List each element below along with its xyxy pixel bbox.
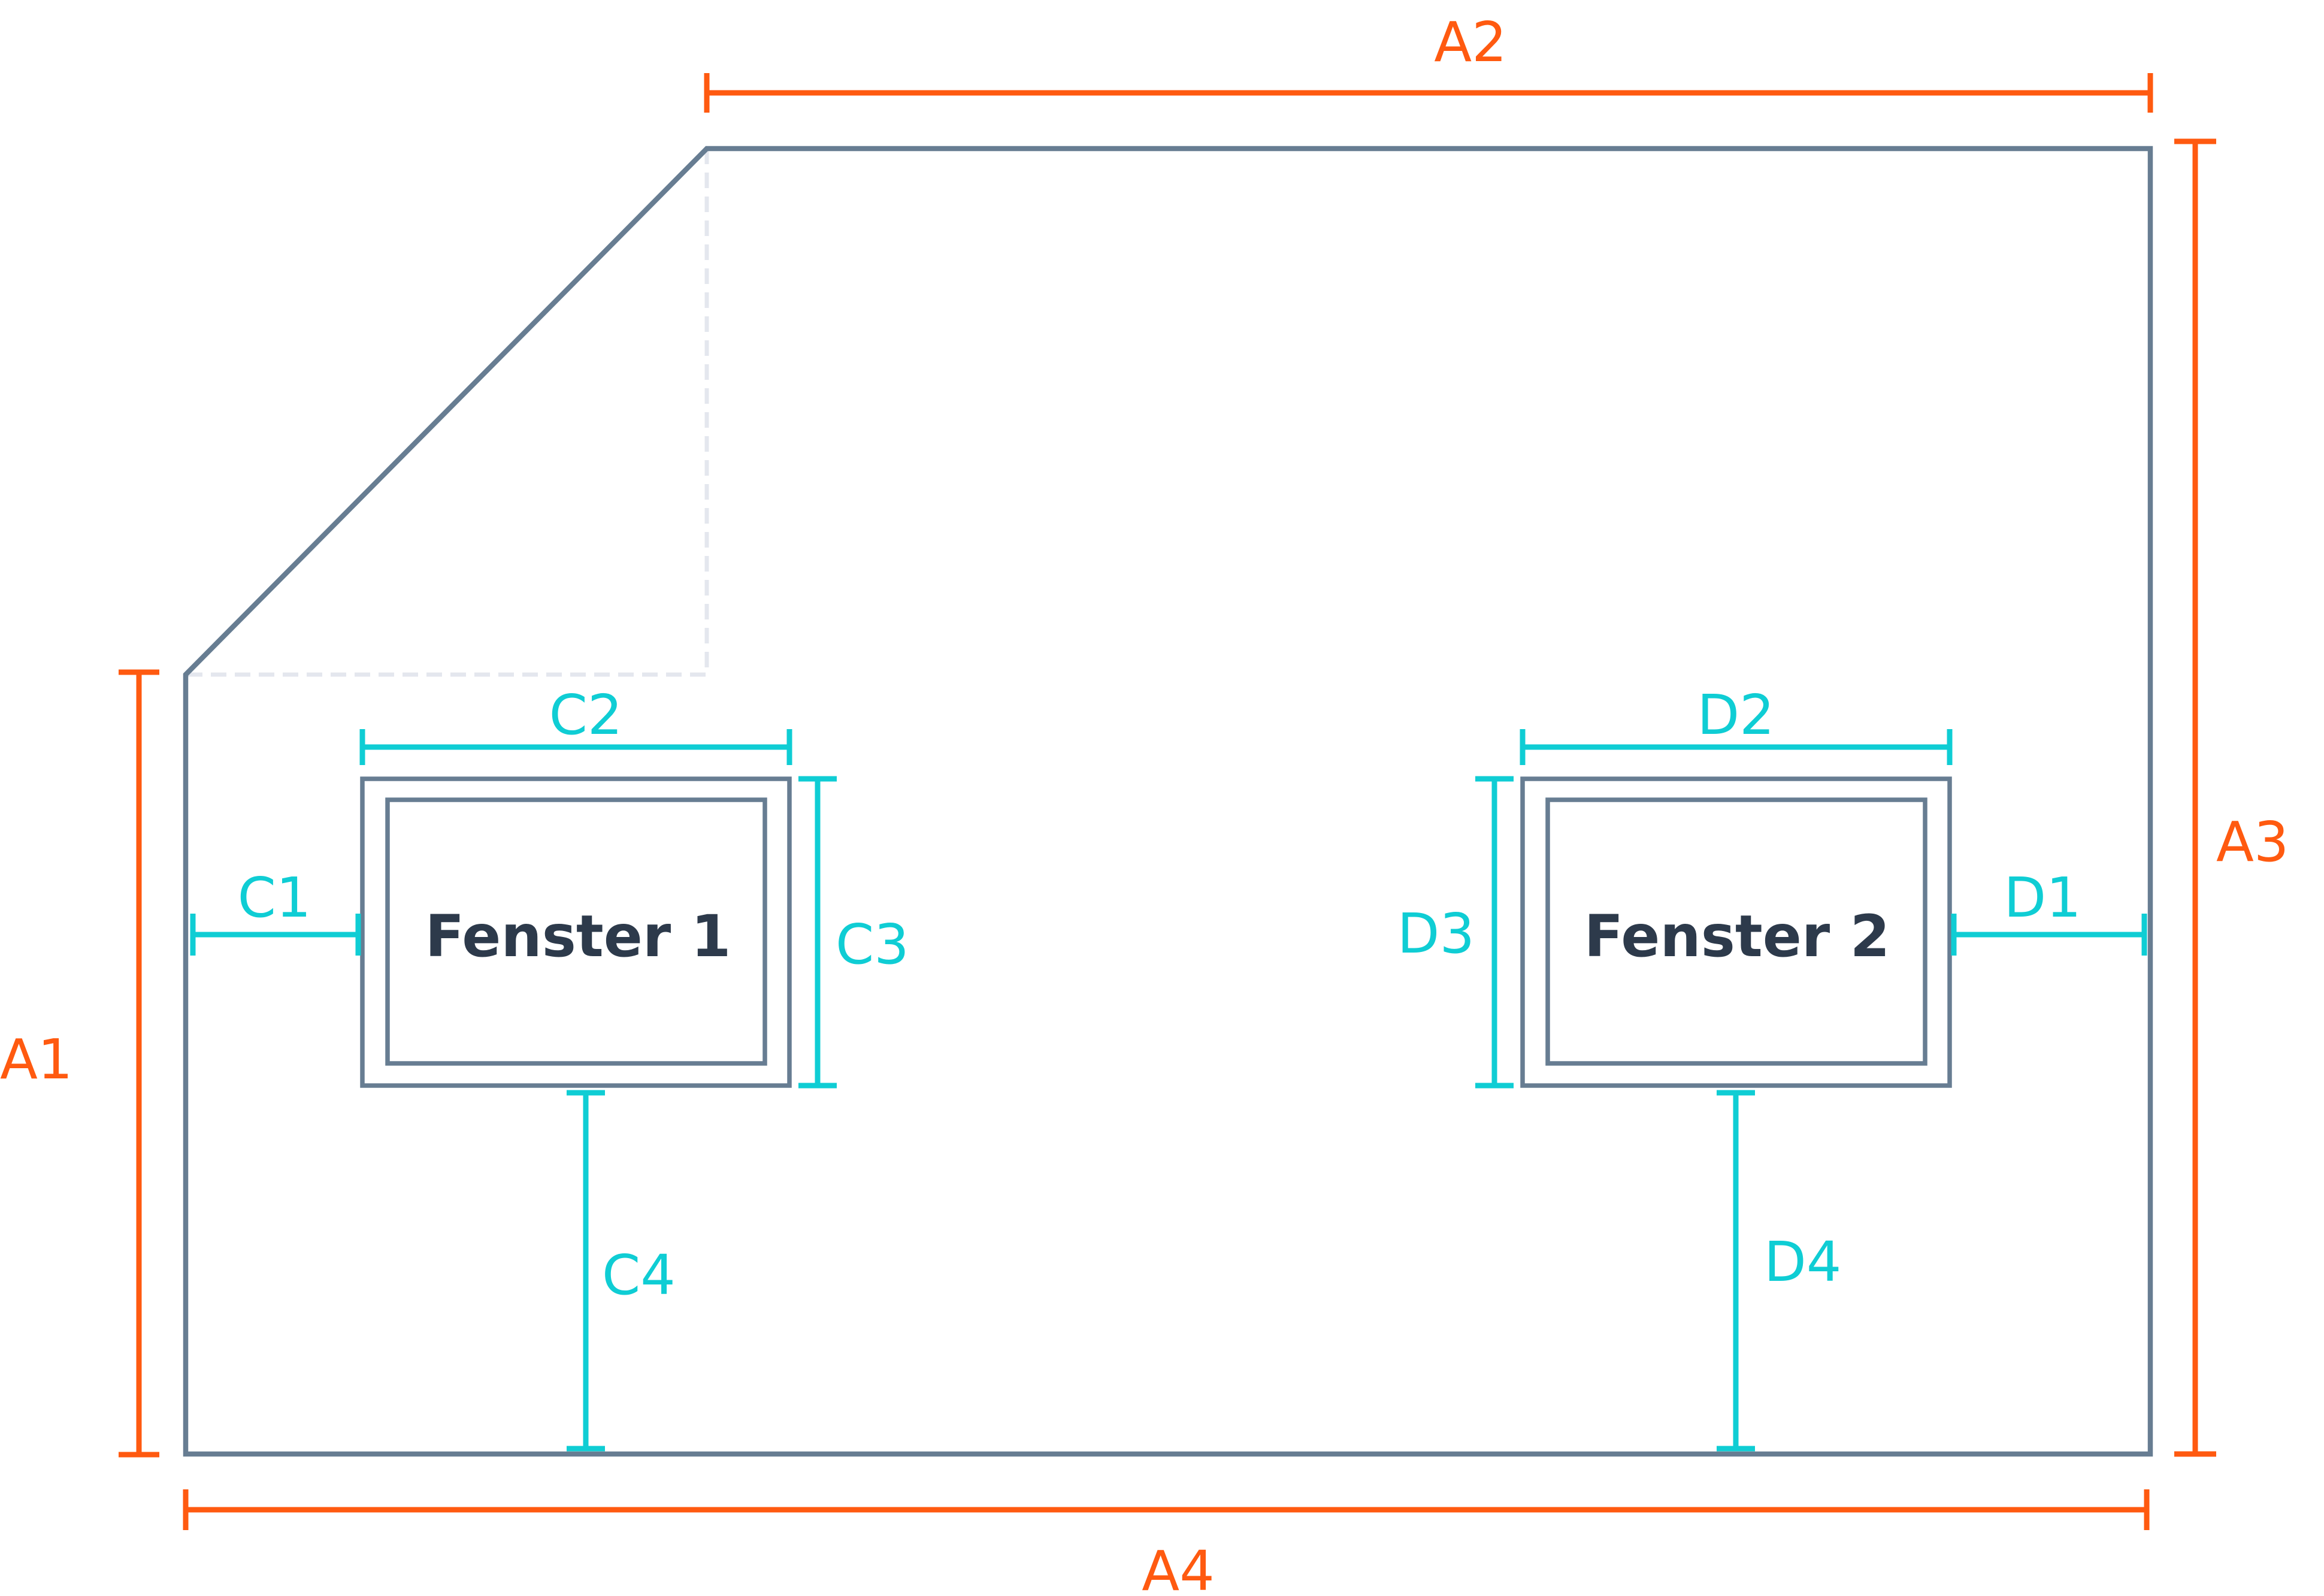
window-2: Fenster 2 — [1520, 776, 1952, 1088]
window-2-title: Fenster 2 — [1584, 903, 1890, 970]
dimension-a4 — [183, 1489, 2150, 1530]
dimension-d2-label: D2 — [1697, 683, 1774, 747]
dimension-d1-label: D1 — [2004, 866, 2081, 930]
dimension-a1 — [119, 669, 159, 1458]
corner-cutout-guide — [186, 149, 709, 677]
dimension-c2 — [359, 729, 792, 765]
window-1: Fenster 1 — [360, 776, 792, 1088]
dimension-c4-label: C4 — [602, 1243, 676, 1307]
dimension-c1-label: C1 — [238, 866, 311, 930]
dimension-a4-label: A4 — [1142, 1539, 1214, 1596]
dimension-c1 — [190, 914, 361, 956]
dimension-c4 — [567, 1090, 605, 1452]
dimension-d3 — [1475, 776, 1514, 1089]
dimension-c2-label: C2 — [549, 683, 623, 747]
dimension-d1 — [1951, 914, 2147, 956]
dimension-c3-label: C3 — [836, 912, 909, 977]
dimension-c3 — [798, 776, 837, 1089]
window-1-title: Fenster 1 — [425, 903, 731, 970]
dimension-d4 — [1717, 1090, 1755, 1452]
wall-outline — [183, 146, 2153, 1457]
dimension-d4-label: D4 — [1764, 1230, 1841, 1294]
dimension-d3-label: D3 — [1397, 902, 1475, 966]
dimension-a2 — [704, 73, 2153, 113]
dimension-a3-label: A3 — [2216, 810, 2289, 874]
dimension-d2 — [1520, 729, 1953, 765]
dimension-a3 — [2174, 138, 2216, 1457]
dimension-a2-label: A2 — [1434, 10, 1506, 74]
window-2-inner-frame — [1545, 797, 1927, 1066]
dimension-a1-label: A1 — [0, 1027, 72, 1092]
window-1-inner-frame — [385, 797, 767, 1066]
